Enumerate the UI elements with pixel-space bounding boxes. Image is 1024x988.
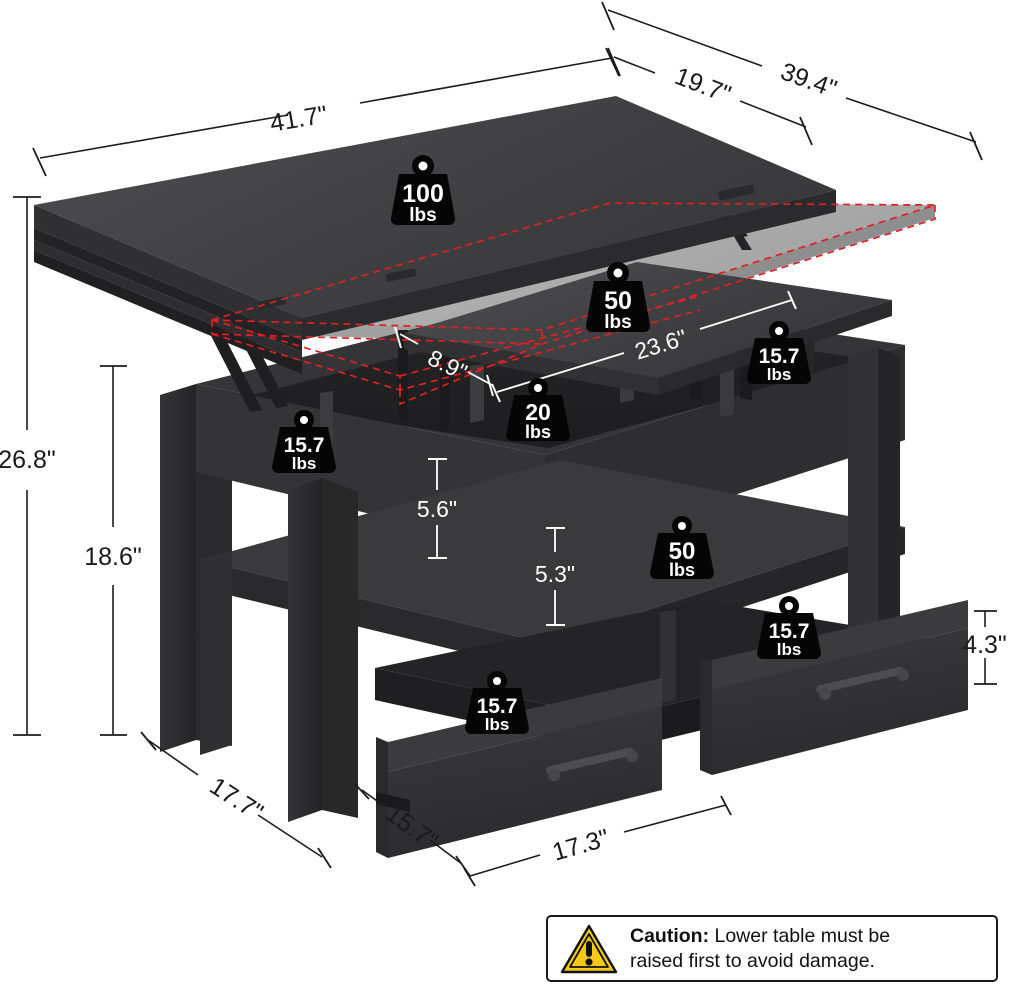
drawer-right (700, 600, 968, 775)
weight-badge-drawer-right: 15.7 lbs (757, 596, 821, 659)
badge-unit: lbs (767, 365, 792, 384)
badge-value: 50 (669, 538, 696, 565)
dim-label-5-6: 5.6" (417, 496, 457, 522)
badge-value: 100 (402, 180, 444, 208)
badge-unit: lbs (292, 454, 317, 473)
caution-line1: Lower table must be (709, 924, 891, 947)
weight-badge-left-compartment: 15.7 lbs (272, 410, 336, 473)
badge-unit: lbs (604, 312, 631, 333)
weight-badge-tabletop: 100 lbs (390, 155, 456, 226)
dim-label-26-8: 26.8" (0, 446, 56, 474)
caution-prefix: Caution: (630, 924, 710, 947)
front-left-leg (288, 478, 358, 822)
badge-unit: lbs (485, 715, 510, 734)
badge-value: 15.7 (769, 620, 810, 643)
weight-badge-drawer-left: 15.7 lbs (465, 671, 529, 734)
dim-height-table: 18.6" (84, 365, 142, 736)
rear-right-leg (848, 348, 900, 650)
badge-value: 15.7 (284, 434, 325, 457)
dim-drawer-height: 4.3" (963, 610, 1007, 685)
dim-clearance-upper: 5.6" (417, 458, 457, 559)
dim-height-raised: 26.8" (0, 196, 56, 736)
weight-badge-lift-top: 50 lbs (585, 262, 651, 333)
dim-label-5-3: 5.3" (535, 561, 575, 587)
badge-unit: lbs (409, 205, 436, 226)
caution-text: Caution: Lower table must be raised firs… (630, 924, 890, 974)
weight-badge-hidden-compartment: 20 lbs (506, 378, 570, 442)
badge-unit: lbs (525, 422, 551, 442)
caution-notice: Caution: Lower table must be raised firs… (546, 915, 998, 982)
dim-clearance-lower: 5.3" (535, 527, 575, 626)
dim-label-18-6: 18.6" (84, 543, 142, 571)
dim-label-4-3: 4.3" (963, 631, 1007, 659)
weight-badge-right-shelf: 15.7 lbs (747, 321, 811, 384)
warning-triangle-icon (560, 924, 618, 973)
badge-value: 50 (604, 287, 632, 315)
rear-left-leg (200, 552, 232, 755)
weight-badge-open-shelf: 50 lbs (650, 516, 714, 580)
badge-value: 15.7 (477, 695, 518, 718)
badge-value: 20 (525, 399, 551, 425)
badge-unit: lbs (669, 560, 695, 580)
badge-value: 15.7 (759, 345, 800, 368)
caution-line2: raised first to avoid damage. (630, 949, 875, 972)
ghost-outline-red (211, 202, 936, 406)
badge-unit: lbs (777, 640, 802, 659)
